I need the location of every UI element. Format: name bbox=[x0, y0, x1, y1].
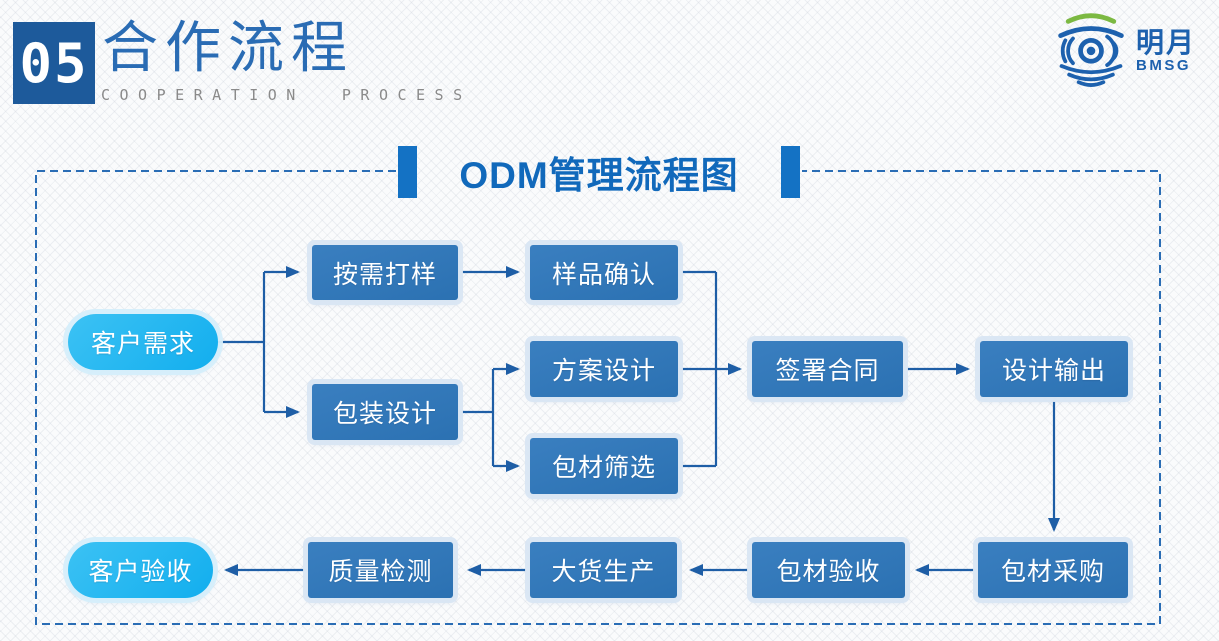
logo-name: 明月 bbox=[1136, 27, 1197, 58]
flow-node-material-inspection: 包材验收 bbox=[752, 542, 905, 598]
company-logo: 明月 BMSG bbox=[1053, 7, 1213, 93]
flow-node-material-purchase: 包材采购 bbox=[978, 542, 1128, 598]
page-title: 合作流程 bbox=[102, 18, 354, 80]
moon-eye-logo-icon bbox=[1058, 13, 1124, 87]
flow-node-plan-design: 方案设计 bbox=[530, 341, 678, 397]
logo-abbr: BMSG bbox=[1136, 57, 1191, 74]
flow-node-sign-contract: 签署合同 bbox=[752, 341, 903, 397]
diagram-title-block: ODM管理流程图 bbox=[398, 146, 800, 198]
flow-node-packaging-design: 包装设计 bbox=[312, 384, 458, 440]
section-number: 05 bbox=[19, 31, 89, 95]
flow-node-sample-on-demand: 按需打样 bbox=[312, 245, 458, 300]
title-accent-bar-right bbox=[781, 146, 800, 198]
flow-node-sample-confirm: 样品确认 bbox=[530, 245, 678, 300]
page-subtitle: COOPERATION PROCESS bbox=[101, 86, 472, 104]
flow-node-design-output: 设计输出 bbox=[980, 341, 1128, 397]
flow-node-quality-inspection: 质量检测 bbox=[308, 542, 453, 598]
dashed-border bbox=[35, 170, 1161, 625]
section-number-box: 05 bbox=[13, 22, 95, 104]
flow-node-customer-demand: 客户需求 bbox=[68, 314, 218, 370]
diagram-title: ODM管理流程图 bbox=[459, 155, 739, 196]
flow-node-customer-acceptance: 客户验收 bbox=[68, 542, 213, 598]
title-accent-bar-left bbox=[398, 146, 417, 198]
flow-node-material-screening: 包材筛选 bbox=[530, 438, 678, 494]
connector-lines bbox=[218, 266, 1060, 576]
flow-node-mass-production: 大货生产 bbox=[530, 542, 677, 598]
logo-text: 明月 BMSG bbox=[1136, 28, 1196, 74]
